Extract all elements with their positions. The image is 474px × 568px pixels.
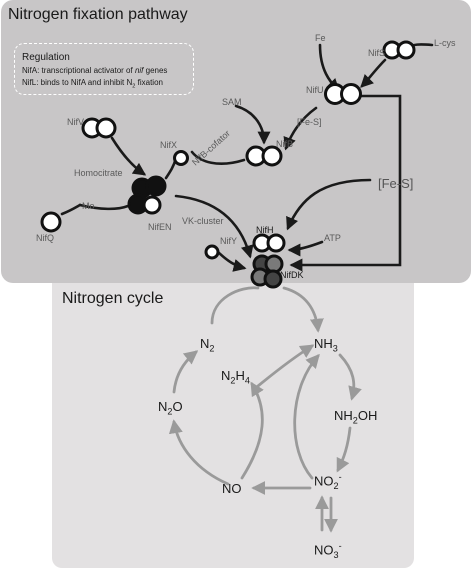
nify-to-nifdk-arrow [214, 248, 247, 272]
nifq-molecule [40, 211, 62, 233]
species-n2o: N2O [158, 399, 183, 417]
nifdk-molecule [250, 254, 284, 289]
nifv-to-homocitrate-line [110, 136, 147, 176]
label-nifh: NifH [256, 225, 274, 235]
label-fe: Fe [315, 33, 326, 43]
nifdk-to-nh3-arrow [282, 286, 324, 333]
nh2oh-to-no2-arrow [336, 426, 352, 473]
regulation-nifa: NifA: transcriptional activator of nif g… [22, 66, 168, 75]
species-n2: N2 [200, 336, 215, 354]
nifb-molecule [245, 145, 283, 167]
fes-to-nifh-arrow [286, 178, 372, 231]
label-vk-cluster: VK-cluster [182, 216, 224, 226]
no2-to-nh3-arrow [293, 353, 320, 480]
species-nh3: NH3 [314, 336, 338, 354]
nifx-molecule [173, 150, 189, 166]
fixation-title: Nitrogen fixation pathway [8, 6, 188, 23]
nifen-to-nifdk-arrow [174, 194, 254, 259]
label-nifu: NifU [306, 85, 324, 95]
nifv-molecule [81, 117, 117, 139]
species-no3: NO3- [314, 541, 342, 560]
species-nh2oh: NH2OH [334, 408, 378, 426]
nifu-molecule [324, 83, 362, 105]
n2-to-nifdk-arrow [210, 286, 260, 325]
sam-to-nifb-arrow [234, 104, 271, 145]
nifs-to-nifu-arrow [360, 58, 387, 88]
nify-molecule [204, 244, 220, 260]
cycle-title: Nitrogen cycle [62, 290, 164, 307]
nifb-to-nifx-arrow [190, 150, 246, 165]
label-fes-small: [Fe-S] [297, 117, 322, 127]
atp-to-nifh-arrow [287, 240, 324, 257]
species-no2: NO2- [314, 472, 342, 491]
nh3-to-nh2oh-arrow [338, 353, 362, 401]
label-nifq: NifQ [36, 233, 54, 243]
regulation-nifl: NifL: binds to NifA and inhibit N2 fixat… [22, 78, 163, 90]
label-nifx: NifX [160, 140, 178, 150]
n2o-to-n2-arrow [172, 350, 199, 394]
label-lcys: L-cys [434, 38, 456, 48]
regulation-box [14, 43, 194, 95]
nifen-molecule [127, 175, 167, 215]
label-nifb: NifB [276, 139, 294, 149]
label-nifv: NifV [67, 117, 85, 127]
label-nifs: NifS [368, 48, 386, 58]
nifq-to-mo-line [60, 203, 82, 216]
label-fes-big: [Fe-S] [378, 176, 414, 191]
label-atp: ATP [324, 233, 341, 243]
label-homocitrate: Homocitrate [74, 168, 123, 178]
species-no: NO [222, 481, 242, 496]
nifs-molecule [382, 40, 416, 60]
nifu-to-nifb-arrow [283, 106, 318, 151]
label-mo: Mo [82, 201, 95, 211]
species-n2h4: N2H4 [221, 368, 250, 386]
label-nify: NifY [220, 236, 238, 246]
label-sam: SAM [222, 97, 242, 107]
mo-to-nifen-arrow [78, 203, 130, 211]
nifu-out-line [289, 94, 402, 272]
no-to-n2o-arrow [168, 419, 230, 486]
nifh-molecule [252, 233, 286, 253]
no-to-n2h4-arrow [240, 381, 264, 480]
n2h4-to-nh3-arrow [256, 344, 315, 388]
label-nifen: NifEN [148, 222, 172, 232]
regulation-heading: Regulation [22, 52, 70, 63]
nitrogen-cycle-panel [52, 283, 414, 568]
label-nifdk: NifDK [280, 270, 304, 280]
